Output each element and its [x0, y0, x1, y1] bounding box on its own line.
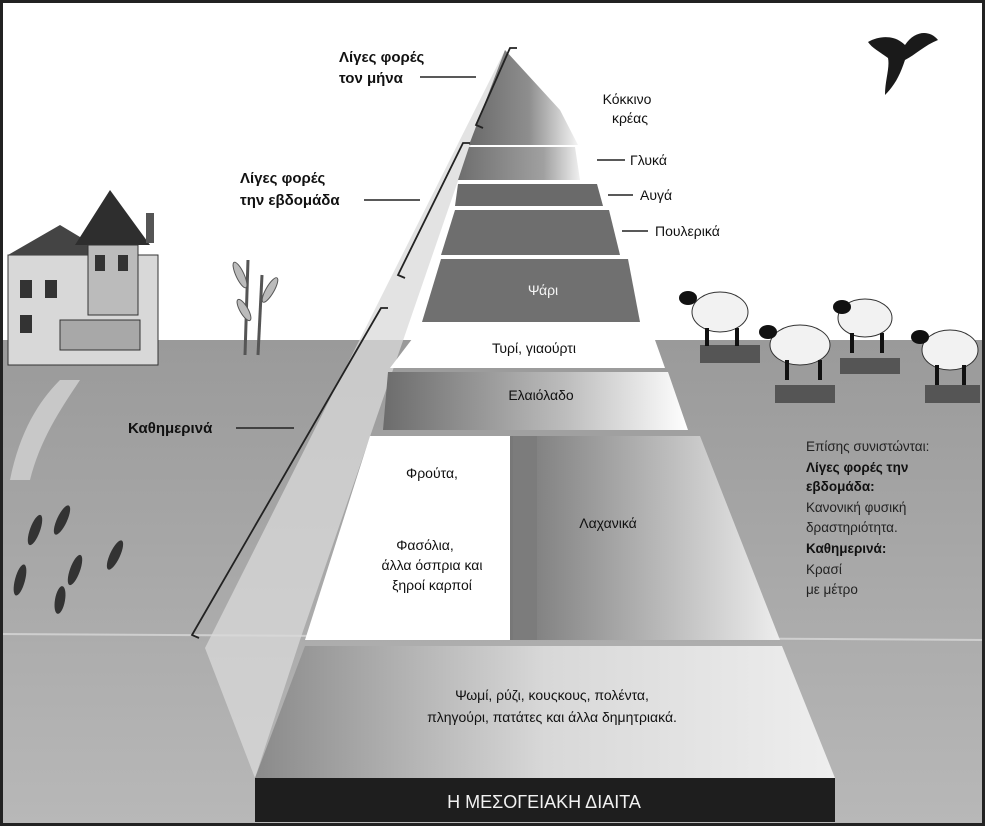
daily-label: Καθημερινά	[128, 420, 213, 437]
poultry-label: Πουλερικά	[655, 223, 720, 239]
tier-fruits-legumes	[305, 436, 510, 640]
sweets-label: Γλυκά	[630, 152, 667, 168]
side-note-daily-heading: Καθημερινά:	[806, 541, 886, 556]
tier-eggs	[455, 184, 603, 206]
cheese-yogurt-label: Τυρί, γιαούρτι	[492, 340, 576, 356]
pyramid-title: Η ΜΕΣΟΓΕΙΑΚΗ ΔΙΑΙΤΑ	[447, 792, 641, 812]
bracket-weekly	[396, 142, 470, 279]
monthly-label-2: τον μήνα	[339, 70, 404, 87]
olive-oil-label: Ελαιόλαδο	[508, 387, 574, 403]
side-note-weekly-heading-1: Λίγες φορές την	[806, 460, 908, 475]
bracket-monthly	[474, 47, 517, 129]
tier-cheese-yogurt	[390, 326, 665, 368]
grains-label-1: Ψωμί, ρύζι, κουςκους, πολέντα,	[455, 687, 649, 703]
weekly-label-1: Λίγες φορές	[240, 170, 326, 187]
tier-olive-oil	[383, 372, 688, 430]
side-note-daily-text-1: Κρασί	[806, 562, 842, 577]
tier-grains	[255, 646, 835, 778]
tier-red-meat	[469, 50, 578, 145]
vegetables-strip	[513, 436, 537, 640]
tier-vegetables	[510, 436, 780, 640]
pyramid-side-shadow	[205, 50, 505, 778]
side-note-daily-text-2: με μέτρο	[806, 582, 858, 597]
side-note-weekly-text-2: δραστηριότητα.	[806, 520, 898, 535]
tier-fish	[422, 259, 640, 322]
side-note-intro: Επίσης συνιστώνται:	[806, 439, 929, 454]
grains-label-2: πληγούρι, πατάτες και άλλα δημητριακά.	[427, 709, 677, 725]
red-meat-label-1: Κόκκινο	[603, 91, 652, 107]
bird-illustration	[868, 33, 938, 95]
tier-sweets	[458, 147, 580, 180]
weekly-label-2: την εβδομάδα	[240, 192, 340, 209]
house-illustration	[7, 190, 159, 366]
legumes-label-2: άλλα όσπρια και	[381, 557, 482, 573]
corn-stalks-illustration	[232, 259, 279, 356]
bracket-daily	[190, 307, 388, 639]
dirt-path	[10, 380, 80, 480]
side-note-weekly-heading-2: εβδομάδα:	[806, 479, 875, 494]
red-meat-label-2: κρέας	[612, 110, 648, 126]
vegetables-label: Λαχανικά	[579, 515, 637, 531]
sheep-illustration	[679, 291, 980, 403]
fruits-label: Φρούτα,	[406, 465, 458, 481]
legumes-label-1: Φασόλια,	[396, 537, 454, 553]
pyramid-base-bar	[255, 778, 835, 822]
legumes-label-3: ξηροί καρποί	[392, 577, 472, 593]
wheat-illustration	[13, 505, 124, 614]
monthly-label-1: Λίγες φορές	[339, 49, 425, 66]
side-note: Επίσης συνιστώνται: Λίγες φορές την εβδο…	[806, 439, 929, 597]
side-note-weekly-text-1: Κανονική φυσική	[806, 500, 906, 515]
tier-poultry	[441, 210, 620, 255]
fish-label: Ψάρι	[528, 282, 558, 298]
eggs-label: Αυγά	[640, 187, 672, 203]
